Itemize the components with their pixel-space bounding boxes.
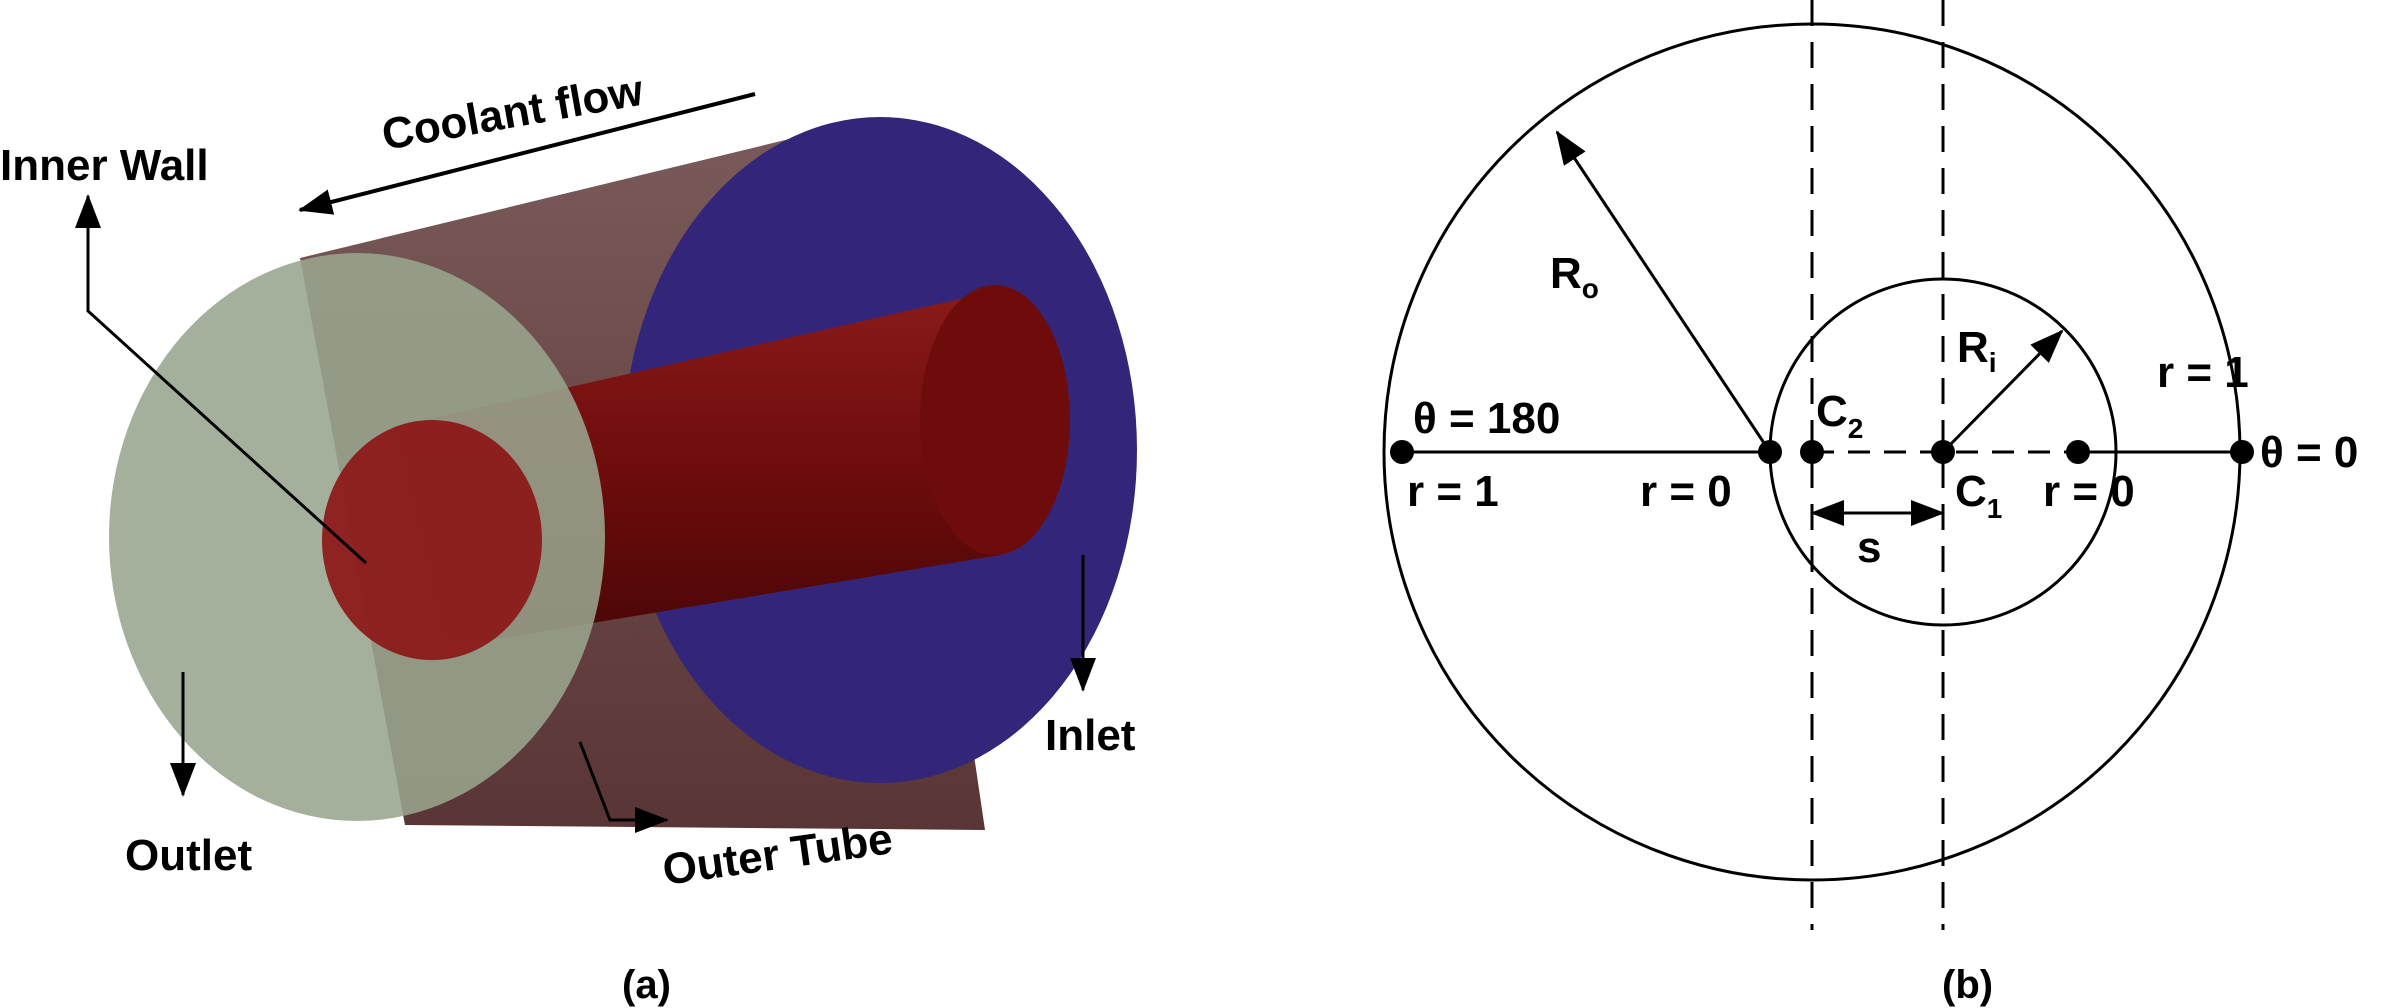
point-c2	[1800, 440, 1824, 464]
outlet-label: Outlet	[125, 831, 252, 880]
caption-b: (b)	[1942, 963, 1993, 1007]
inner-wall-leader	[75, 194, 368, 565]
panel-b-labels: Ro Ri C2 C1 θ = 180 θ = 0 r = 1 r = 0 r …	[1407, 249, 2358, 1007]
point-theta-0	[2230, 440, 2254, 464]
point-theta-180	[1390, 440, 1414, 464]
panel-b-cross-section	[1382, 0, 2242, 930]
ro-radius-arrow	[1555, 130, 1772, 453]
outer-tube-leader	[578, 741, 669, 833]
ri-label: Ri	[1957, 323, 1997, 378]
coolant-flow-label: Coolant flow	[378, 66, 647, 160]
theta-0-label: θ = 0	[2260, 428, 2358, 477]
coolant-flow-arrow	[298, 92, 756, 215]
inner-wall-label: Inner Wall	[0, 141, 209, 190]
ri-radius-arrow	[1941, 329, 2064, 454]
panel-b-points	[1390, 440, 2254, 464]
point-r0-right	[2066, 440, 2090, 464]
c1-label: C1	[1955, 467, 2002, 524]
r1-left-label: r = 1	[1407, 467, 1499, 516]
inlet-label: Inlet	[1045, 711, 1136, 760]
caption-a: (a)	[622, 963, 671, 1007]
s-label: s	[1857, 523, 1881, 572]
inner-tube-near-end	[322, 420, 542, 660]
theta-180-label: θ = 180	[1413, 394, 1560, 443]
ro-label: Ro	[1550, 249, 1599, 304]
panel-a-3d-view: Coolant flow Inner Wall Outlet Outer Tub…	[0, 66, 1137, 1007]
point-r0-left	[1758, 440, 1782, 464]
r1-right-label: r = 1	[2157, 348, 2249, 397]
c2-label: C2	[1816, 387, 1863, 444]
r0-right-label: r = 0	[2043, 467, 2135, 516]
inner-tube-far-end	[920, 285, 1070, 555]
r0-left-label: r = 0	[1640, 467, 1732, 516]
point-c1	[1931, 440, 1955, 464]
